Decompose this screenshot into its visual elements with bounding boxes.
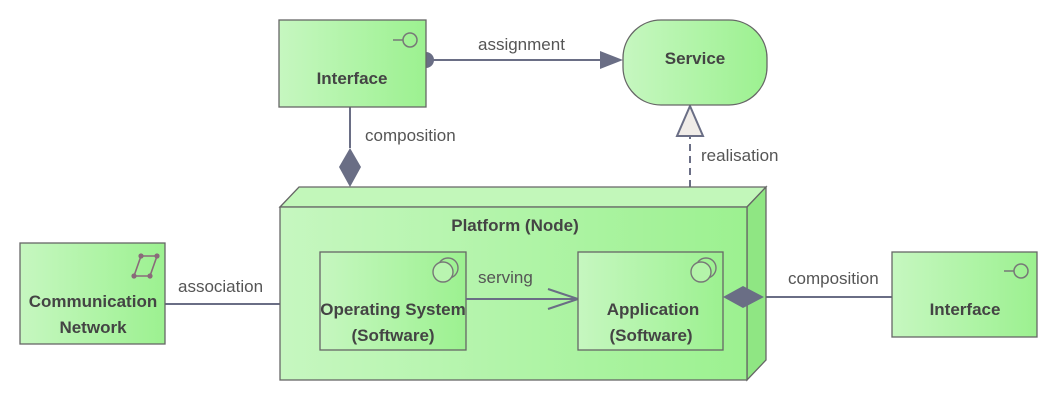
- platform-label: Platform (Node): [451, 216, 579, 235]
- realisation-connector[interactable]: [675, 103, 705, 187]
- system-software-icon: [432, 257, 459, 283]
- realisation-label: realisation: [701, 146, 779, 165]
- composition-label-top: composition: [365, 126, 456, 145]
- application-element[interactable]: Application (Software): [577, 251, 724, 351]
- operating-system-element[interactable]: Operating System (Software): [319, 251, 467, 351]
- communication-network-label-line1: Communication: [29, 292, 157, 311]
- operating-system-label-line1: Operating System: [320, 300, 466, 319]
- communication-network-label-line2: Network: [59, 318, 127, 337]
- communication-network-icon: [131, 253, 160, 279]
- interface-top-label: Interface: [317, 69, 388, 88]
- association-label: association: [178, 277, 263, 296]
- interface-icon: [393, 32, 418, 48]
- operating-system-label-line2: (Software): [351, 326, 434, 345]
- assignment-label: assignment: [478, 35, 565, 54]
- service-label: Service: [665, 49, 726, 68]
- interface-element-right[interactable]: Interface: [891, 251, 1038, 338]
- interface-element-top[interactable]: Interface: [278, 19, 427, 108]
- interface-right-label: Interface: [930, 300, 1001, 319]
- composition-label-right: composition: [788, 269, 879, 288]
- communication-network-element[interactable]: Communication Network: [19, 242, 166, 345]
- serving-label: serving: [478, 268, 533, 287]
- application-label-line2: (Software): [609, 326, 692, 345]
- interface-icon: [1004, 263, 1029, 279]
- application-label-line1: Application: [607, 300, 700, 319]
- system-software-icon: [690, 257, 717, 283]
- service-element[interactable]: Service: [622, 19, 768, 106]
- composition-diamond-right: [723, 286, 764, 308]
- composition-connector-top[interactable]: [339, 107, 361, 187]
